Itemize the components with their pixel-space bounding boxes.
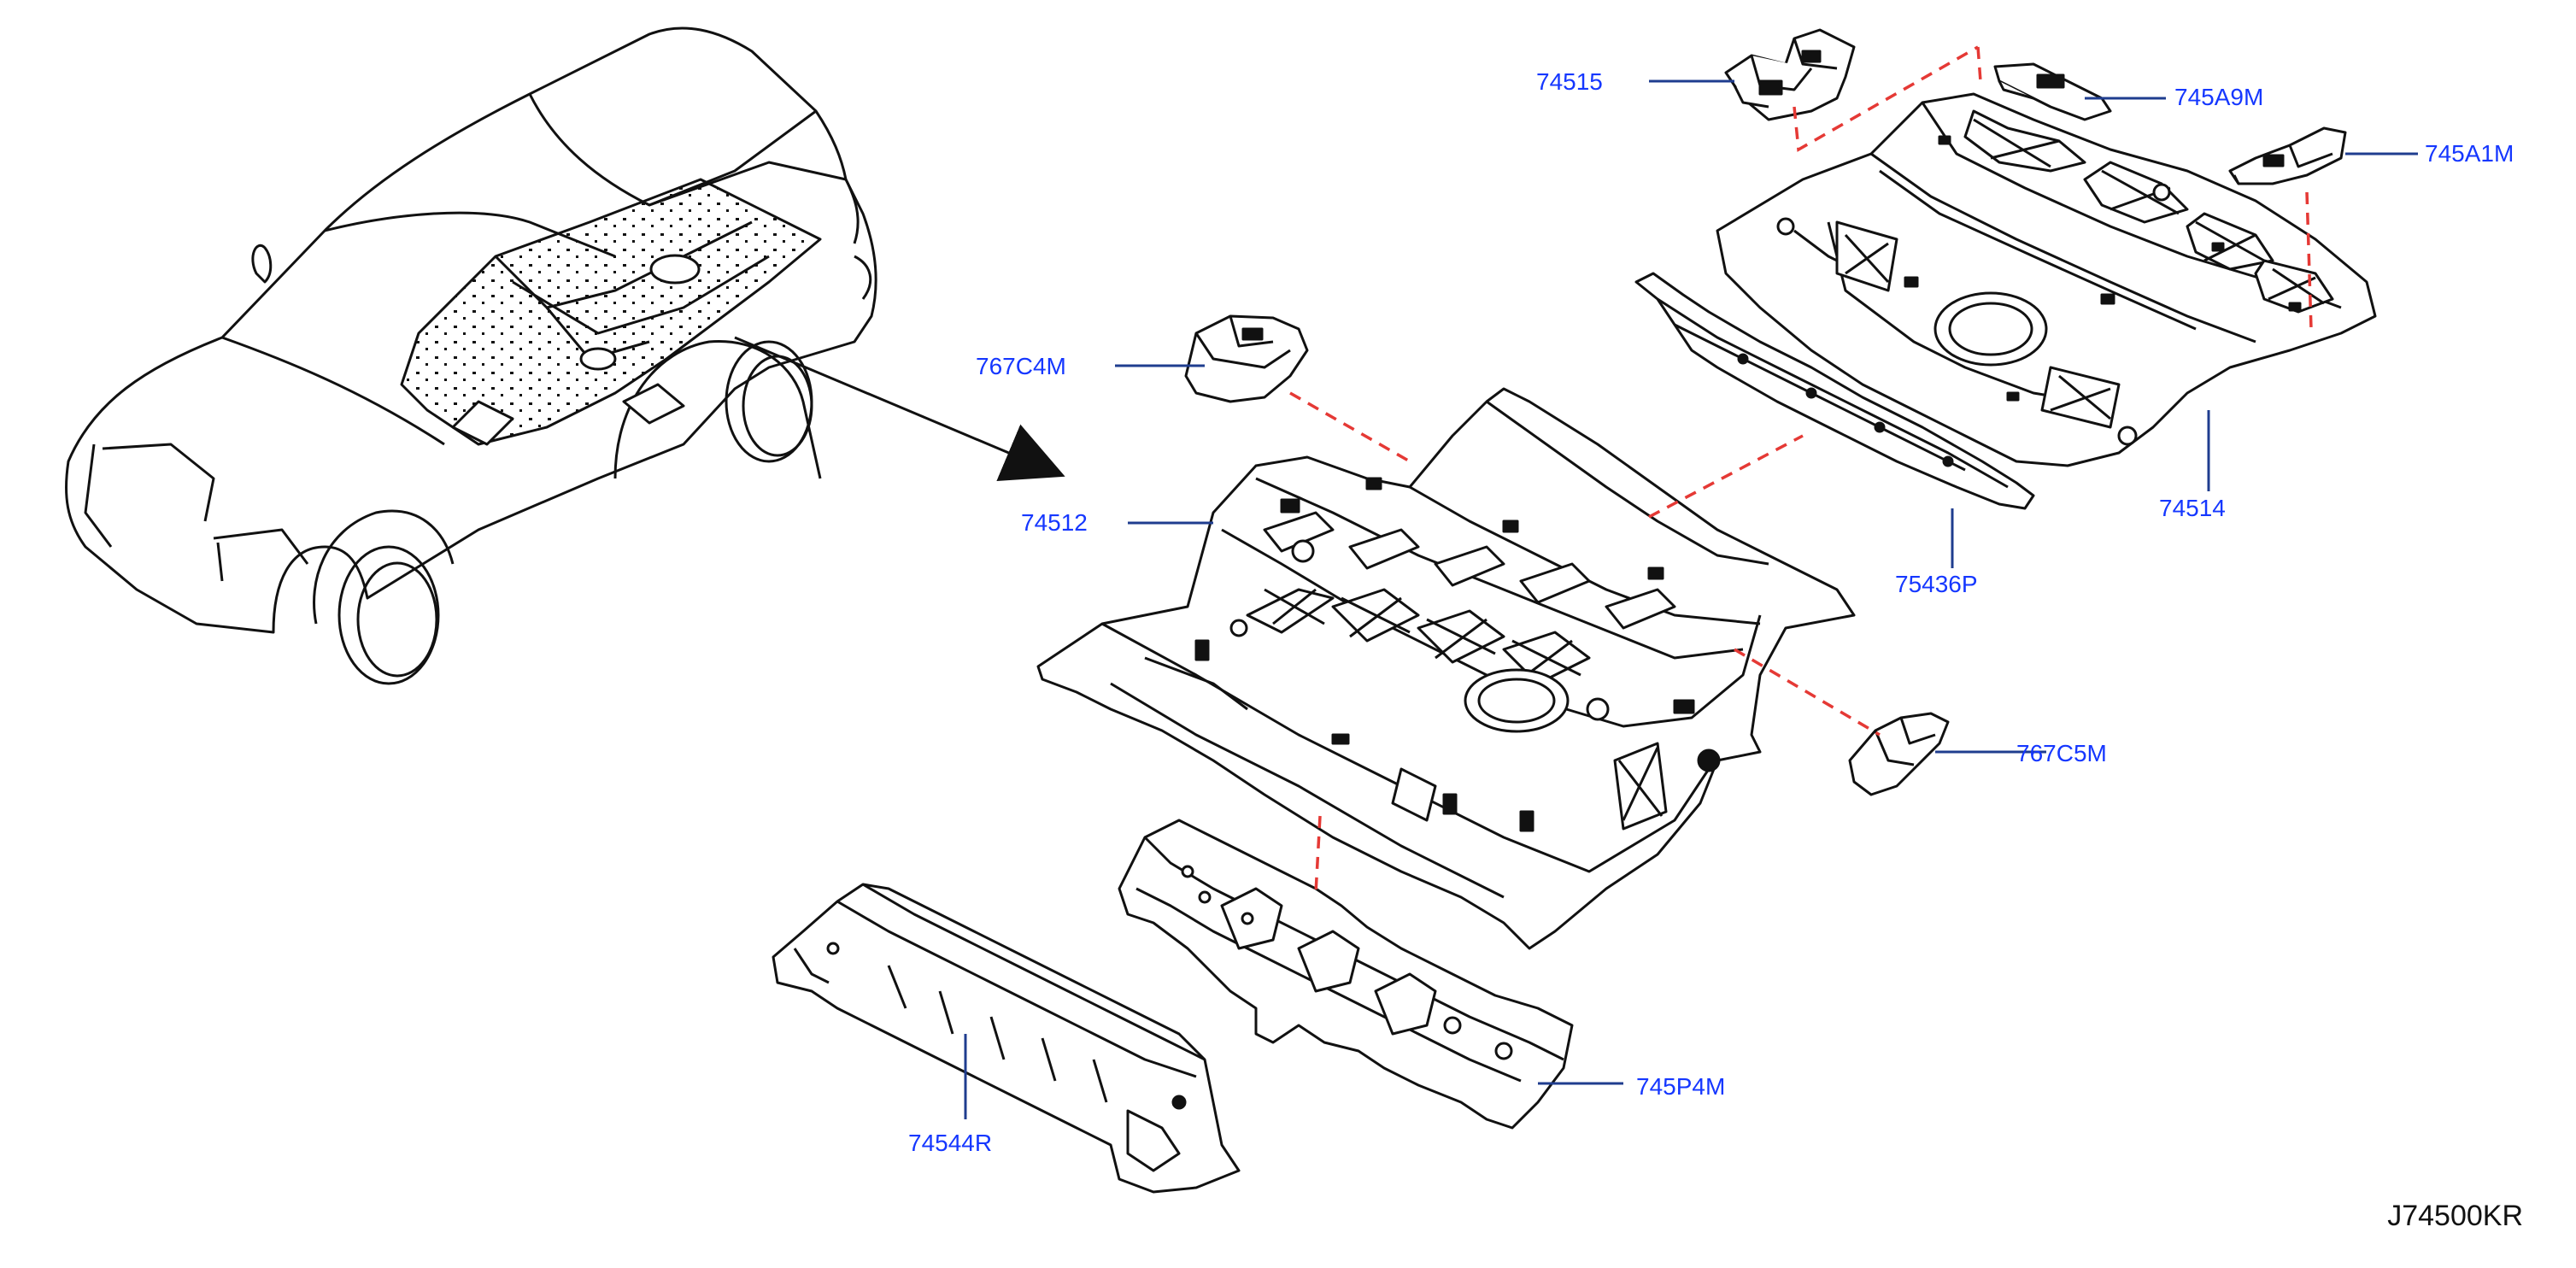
part-label-74515[interactable]: 74515 — [1536, 68, 1603, 95]
vehicle-outline — [64, 26, 877, 685]
part-label-74514[interactable]: 74514 — [2159, 495, 2226, 521]
vehicle-floor-highlight — [400, 178, 822, 446]
leader-lines — [964, 79, 2418, 1119]
part-74544R-cross-member — [772, 883, 1241, 1194]
assembly-reference-lines — [1289, 45, 2313, 894]
part-label-745P4M[interactable]: 745P4M — [1636, 1073, 1726, 1100]
part-label-767C4M[interactable]: 767C4M — [976, 353, 1066, 379]
part-767C5M-bracket — [1848, 712, 1950, 796]
part-74515-bracket — [1724, 28, 1856, 121]
part-74514-rear-floor — [1716, 92, 2377, 467]
part-label-74544R[interactable]: 74544R — [908, 1130, 993, 1156]
part-label-767C5M[interactable]: 767C5M — [2016, 740, 2107, 766]
part-74512-floor-panel — [1036, 387, 1856, 950]
part-745A9M-bracket — [1993, 62, 2112, 121]
part-745A1M-bracket — [2228, 126, 2347, 185]
part-label-745A9M[interactable]: 745A9M — [2174, 84, 2264, 110]
part-label-745A1M[interactable]: 745A1M — [2425, 140, 2514, 167]
diagram-reference-code: J74500KR — [2387, 1200, 2523, 1232]
part-label-75436P[interactable]: 75436P — [1895, 571, 1978, 597]
part-75436P-cross-member — [1634, 272, 2035, 510]
view-direction-arrow — [734, 336, 1065, 482]
part-745P4M-heat-insulator — [1118, 819, 1574, 1130]
part-767C4M-bracket — [1184, 314, 1309, 403]
part-label-74512[interactable]: 74512 — [1021, 509, 1088, 536]
